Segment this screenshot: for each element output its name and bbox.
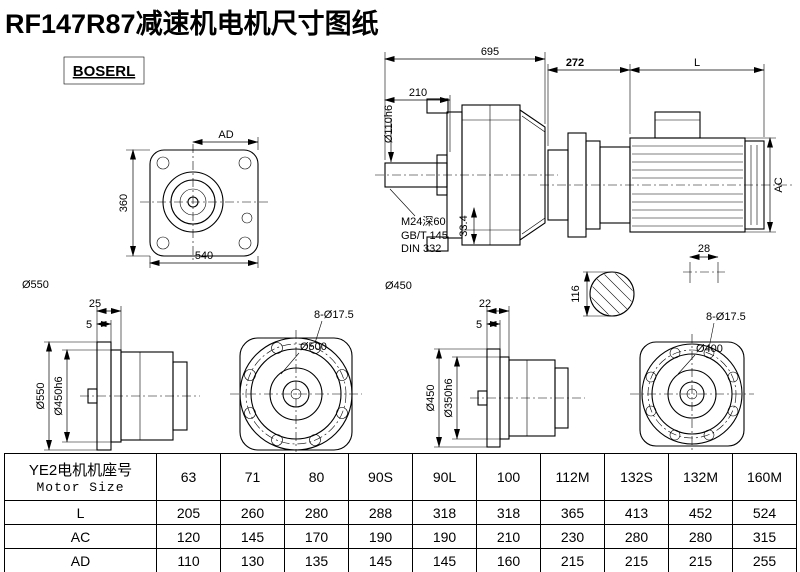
motor-size-cell: 63 [156, 453, 221, 501]
motor-size-cell: 80 [284, 453, 349, 501]
view-motor: 272 L AC 116 [540, 57, 792, 317]
dim-272: 272 [566, 57, 584, 69]
dim-d350h6: Ø350h6 [443, 378, 455, 417]
motor-size-cell: 71 [220, 453, 285, 501]
label-holes-large: 8-Ø17.5 [314, 309, 354, 321]
dim-L: L [694, 57, 700, 69]
dim-value-cell: 524 [732, 500, 797, 525]
dim-value-cell: 210 [476, 524, 541, 549]
dim-d450b: Ø450 [425, 385, 437, 412]
brand-logo: BOSERL [63, 56, 145, 85]
dim-value-cell: 318 [476, 500, 541, 525]
brand-label: BOSERL [73, 63, 136, 80]
dim-shaft-d110: Ø110h6 [383, 105, 395, 143]
dim-value-cell: 260 [220, 500, 285, 525]
dim-value-cell: 255 [732, 548, 797, 572]
dim-210: 210 [409, 87, 427, 99]
dim-value-cell: 215 [540, 548, 605, 572]
dim-value-cell: 110 [156, 548, 221, 572]
header-en: Motor Size [36, 480, 125, 495]
view-flange-large-side: 25 5 Ø550 Ø450h6 [35, 298, 200, 451]
label-holes-small: 8-Ø17.5 [706, 311, 746, 323]
dim-28: 28 [698, 243, 710, 255]
label-d500: Ø500 [300, 341, 327, 353]
dim-value-cell: 190 [348, 524, 413, 549]
dim-value-cell: 170 [284, 524, 349, 549]
view-flange-small-side: 22 5 Ø450 Ø350h6 [425, 298, 585, 448]
dim-value-cell: 315 [732, 524, 797, 549]
motor-size-header-cell: YE2电机机座号 Motor Size [4, 453, 157, 501]
motor-size-table: YE2电机机座号 Motor Size 63 71 80 90S 90L 100… [4, 453, 797, 572]
motor-size-cell: 90S [348, 453, 413, 501]
table-header-row: YE2电机机座号 Motor Size 63 71 80 90S 90L 100… [4, 453, 797, 501]
view-top: AD 360 540 Ø550 [22, 129, 268, 291]
dim-value-cell: 215 [604, 548, 669, 572]
dim-360: 360 [118, 194, 130, 212]
page-title: RF147R87减速机电机尺寸图纸 [5, 9, 379, 39]
motor-size-cell: 160M [732, 453, 797, 501]
label-d550: Ø550 [22, 279, 49, 291]
dim-value-cell: 120 [156, 524, 221, 549]
dim-ad: AD [218, 129, 233, 141]
label-d400: Ø400 [696, 343, 723, 355]
motor-size-cell: 90L [412, 453, 477, 501]
motor-size-cell: 100 [476, 453, 541, 501]
dim-value-cell: 318 [412, 500, 477, 525]
dim-22: 22 [479, 298, 491, 310]
dim-value-cell: 280 [604, 524, 669, 549]
dim-value-cell: 413 [604, 500, 669, 525]
technical-drawing: BOSERL AD 360 [22, 46, 792, 452]
dim-value-cell: 280 [668, 524, 733, 549]
dim-334: 33.4 [458, 215, 470, 236]
table-row-AD: AD 110 130 135 145 145 160 215 215 215 2… [4, 548, 797, 572]
view-side: 695 210 Ø110h6 M24深60 GB/T 145 DIN 332 3… [375, 46, 558, 292]
label-d450: Ø450 [385, 280, 412, 292]
motor-size-cell: 132S [604, 453, 669, 501]
dim-value-cell: 130 [220, 548, 285, 572]
dim-value-cell: 215 [668, 548, 733, 572]
dim-5: 5 [86, 319, 92, 331]
note-din332: DIN 332 [401, 243, 441, 255]
view-flange-large-front: Ø500 8-Ø17.5 [230, 309, 362, 452]
dim-value-cell: 230 [540, 524, 605, 549]
dim-25: 25 [89, 298, 101, 310]
table-row-AC: AC 120 145 170 190 190 210 230 280 280 3… [4, 524, 797, 549]
header-cn: YE2电机机座号 [28, 462, 133, 479]
dim-5b: 5 [476, 319, 482, 331]
dim-value-cell: 160 [476, 548, 541, 572]
dim-value-cell: 280 [284, 500, 349, 525]
dim-d550: Ø550 [35, 383, 47, 410]
note-m24: M24深60 [401, 215, 446, 228]
table-row-L: L 205 260 280 288 318 318 365 413 452 52… [4, 500, 797, 525]
dim-value-cell: 135 [284, 548, 349, 572]
motor-size-cell: 112M [540, 453, 605, 501]
dim-value-cell: 288 [348, 500, 413, 525]
dim-value-cell: 452 [668, 500, 733, 525]
row-label-cell: AC [4, 524, 157, 549]
view-flange-small-front: Ø400 8-Ø17.5 [630, 311, 754, 450]
dim-value-cell: 190 [412, 524, 477, 549]
dim-ac: AC [773, 177, 785, 192]
dim-value-cell: 145 [348, 548, 413, 572]
note-gbt145: GB/T 145 [401, 230, 448, 242]
dim-540: 540 [195, 250, 213, 262]
dim-116: 116 [570, 285, 582, 303]
dim-695: 695 [481, 46, 499, 58]
row-label-cell: L [4, 500, 157, 525]
dim-value-cell: 145 [412, 548, 477, 572]
motor-size-cell: 132M [668, 453, 733, 501]
dim-d450h6: Ø450h6 [53, 376, 65, 415]
dim-value-cell: 365 [540, 500, 605, 525]
dim-value-cell: 205 [156, 500, 221, 525]
dim-value-cell: 145 [220, 524, 285, 549]
row-label-cell: AD [4, 548, 157, 572]
